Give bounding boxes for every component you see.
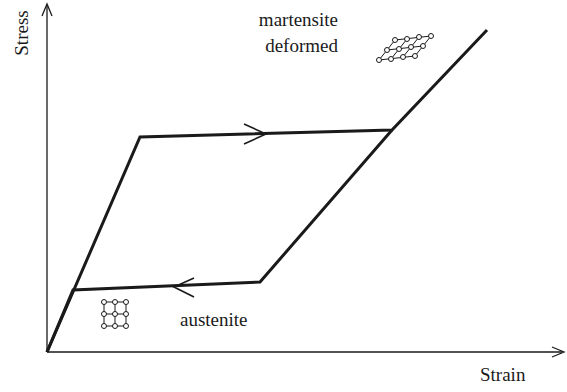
loading-path xyxy=(47,30,487,352)
x-axis-arrow xyxy=(552,347,564,357)
unloading-arrow xyxy=(174,278,194,297)
hysteresis-curve xyxy=(47,30,487,352)
x-axis xyxy=(47,351,562,352)
austenite-lattice-icon xyxy=(102,300,129,329)
phase-label: austenite xyxy=(180,307,280,333)
unloading-path xyxy=(47,130,392,352)
axes xyxy=(42,4,564,357)
martensite-lattice-icon xyxy=(377,34,434,63)
direction-arrows xyxy=(174,124,266,297)
axis-title: Strain xyxy=(480,362,550,388)
loading-arrow xyxy=(244,124,266,144)
phase-label: martensite deformed xyxy=(226,7,338,59)
y-axis-arrow xyxy=(42,4,52,16)
y-axis xyxy=(46,6,47,352)
axis-title: Stress xyxy=(9,3,35,63)
